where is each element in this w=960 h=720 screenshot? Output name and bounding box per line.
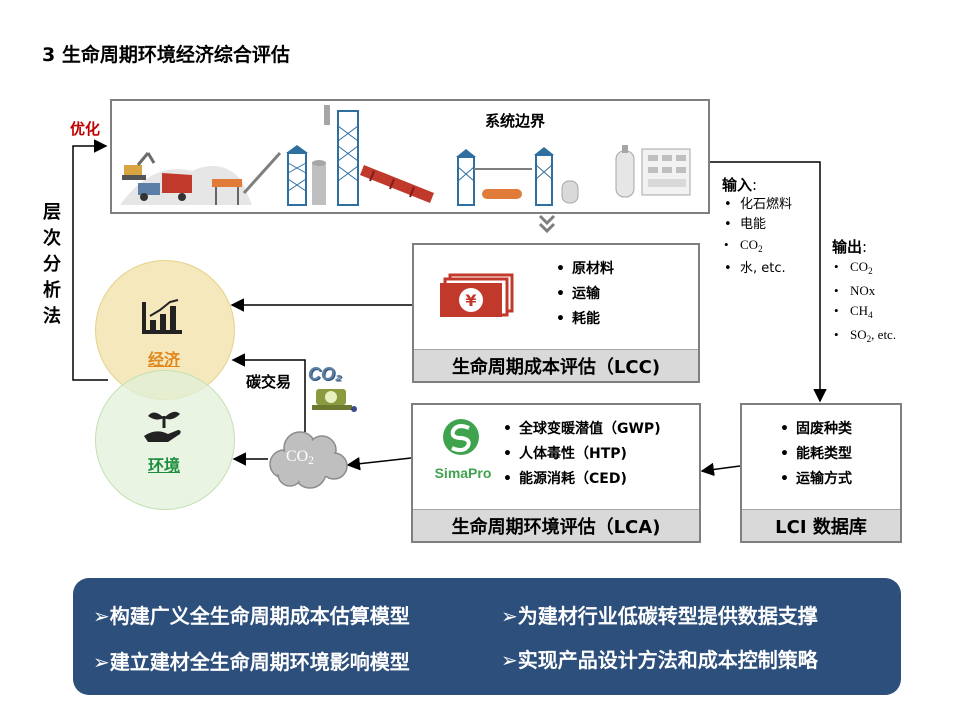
tower-icon: [286, 145, 308, 206]
rotary-kiln-icon: [360, 165, 434, 203]
simapro-logo-text: SimaPro: [434, 465, 492, 481]
hierarchy-method-label: 层 次 分 析 法: [40, 200, 64, 330]
hierarchy-char: 分: [43, 254, 61, 275]
hopper-icon: [212, 179, 242, 205]
money-yuan-icon: ¥: [440, 273, 514, 317]
lcc-item: 运输: [554, 282, 614, 307]
hierarchy-char: 层: [43, 202, 61, 223]
lcc-footer: 生命周期成本评估（LCC): [414, 349, 698, 381]
environment-label: 环境: [147, 456, 180, 475]
lci-box: 固废种类 能耗类型 运输方式 LCI 数据库: [740, 403, 902, 543]
boundary-to-lci-arrow: [710, 161, 827, 403]
outputs-list: CO2 NOx CH4 SO2, etc.: [832, 257, 932, 349]
lca-item: 全球变暖潜值（GWP): [501, 417, 661, 442]
lcc-item: 耗能: [554, 307, 614, 332]
lci-item: 运输方式: [778, 467, 852, 492]
scale-icon: [312, 389, 357, 412]
output-item: NOx: [832, 281, 932, 301]
input-item: 电能: [722, 215, 832, 235]
control-panel-icon: [641, 148, 691, 196]
ahp-loop-arrow: [72, 139, 108, 381]
conveyor-icon: [242, 151, 282, 195]
carbon-trade-label: 碳交易: [246, 373, 292, 391]
outputs-title: 输出:: [832, 238, 868, 256]
lca-item: 能源消耗（CED): [501, 467, 661, 492]
excavator-icon: [122, 152, 156, 180]
input-item: 水, etc.: [722, 259, 832, 279]
output-item: CH4: [832, 301, 932, 325]
cooler-tower-icon: [456, 149, 476, 206]
co2-badge-text: CO₂: [308, 364, 342, 384]
lcc-items: 原材料 运输 耗能: [554, 257, 614, 332]
system-boundary-box: [110, 99, 710, 214]
co2-scale-icon: CO₂: [308, 364, 358, 418]
chevron-down-icon: [538, 214, 556, 234]
preheater-tower-icon: [324, 105, 359, 206]
summary-item: ➢建立建材全生命周期环境影响模型: [93, 650, 410, 674]
summary-item: ➢实现产品设计方法和成本控制策略: [501, 648, 818, 672]
inputs-panel: 输入: 化石燃料 电能 CO2 水, etc.: [722, 174, 832, 279]
bar-chart-icon: [142, 299, 182, 334]
system-boundary-label: 系统边界: [485, 112, 546, 130]
tower-icon-2: [534, 147, 554, 206]
lcc-item: 原材料: [554, 257, 614, 282]
lci-item: 能耗类型: [778, 442, 852, 467]
input-item: CO2: [722, 235, 832, 259]
lci-item: 固废种类: [778, 417, 852, 442]
summary-panel: ➢构建广义全生命周期成本估算模型 ➢为建材行业低碳转型提供数据支撑 ➢建立建材全…: [73, 578, 901, 695]
co2-cloud-label: CO2: [286, 448, 314, 467]
co2-cloud-icon: [269, 431, 348, 489]
lcc-box: ¥ 原材料 运输 耗能 生命周期成本评估（LCC): [412, 243, 700, 383]
process-illustration: [120, 105, 691, 206]
lca-footer: 生命周期环境评估（LCA): [413, 509, 699, 541]
lca-to-co2-arrow: [346, 456, 412, 471]
mill-icon: [474, 168, 532, 199]
gas-cylinder-icon: [615, 145, 635, 198]
page-title: 3 生命周期环境经济综合评估: [42, 44, 290, 66]
hand-plant-icon: [144, 411, 181, 442]
inputs-title: 输入:: [722, 176, 758, 194]
economy-label: 经济: [147, 350, 180, 369]
hierarchy-char: 析: [43, 280, 61, 301]
inputs-list: 化石燃料 电能 CO2 水, etc.: [722, 195, 832, 279]
lca-items: 全球变暖潜值（GWP) 人体毒性（HTP) 能源消耗（CED): [501, 417, 661, 492]
tank-icon: [561, 180, 579, 204]
simapro-icon: [443, 419, 479, 455]
carbon-trade-arrow: [231, 353, 306, 432]
lci-footer: LCI 数据库: [742, 509, 900, 541]
lci-to-lca-arrow: [700, 462, 741, 477]
lca-item: 人体毒性（HTP): [501, 442, 661, 467]
summary-item: ➢为建材行业低碳转型提供数据支撑: [501, 604, 818, 628]
lci-items: 固废种类 能耗类型 运输方式: [778, 417, 852, 492]
simapro-logo: SimaPro: [423, 417, 503, 487]
summary-item: ➢构建广义全生命周期成本估算模型: [93, 604, 410, 628]
lca-box: SimaPro 全球变暖潜值（GWP) 人体毒性（HTP) 能源消耗（CED) …: [411, 403, 701, 543]
input-item: 化石燃料: [722, 195, 832, 215]
svg-text:¥: ¥: [465, 291, 476, 310]
silo-icon: [312, 160, 326, 205]
output-item: CO2: [832, 257, 932, 281]
output-item: SO2, etc.: [832, 325, 932, 349]
hierarchy-char: 次: [43, 228, 61, 249]
hierarchy-char: 法: [43, 306, 61, 327]
optimize-label: 优化: [70, 120, 101, 138]
outputs-panel: 输出: CO2 NOx CH4 SO2, etc.: [832, 236, 932, 349]
dump-truck-icon: [138, 173, 192, 201]
